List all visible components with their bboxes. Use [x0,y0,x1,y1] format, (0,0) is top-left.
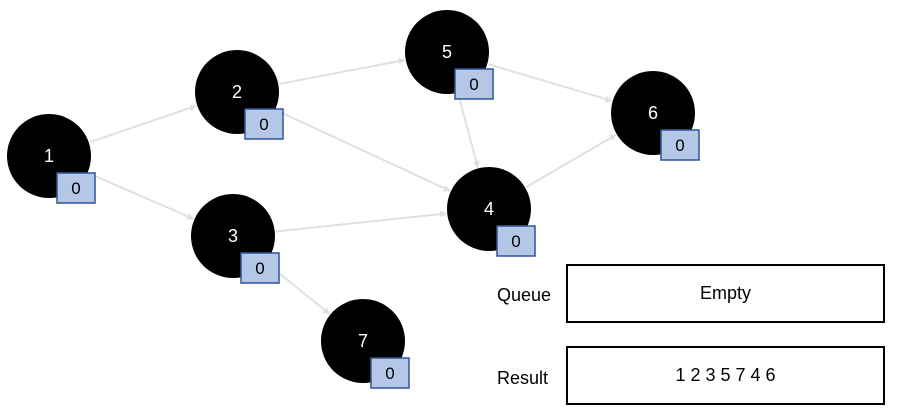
node-7: 70 [321,299,410,389]
node-3: 30 [191,194,280,284]
node-4: 40 [447,167,536,257]
node-label: 2 [232,82,242,102]
indegree-box [454,68,494,100]
node-1: 10 [7,114,96,204]
node-label: 6 [648,103,658,123]
edge-5-4 [457,93,480,169]
edge-2-4 [275,109,451,192]
indegree-box [370,357,410,389]
queue-box: Empty [566,264,885,323]
indegree-value: 0 [255,259,264,278]
node-label: 5 [442,42,452,62]
edge-1-3 [88,172,195,220]
indegree-value: 0 [259,115,268,134]
indegree-box [56,172,96,204]
node-2: 20 [195,50,284,140]
indegree-value: 0 [511,232,520,251]
node-6: 60 [611,71,700,161]
edge-3-4 [275,210,447,233]
indegree-value: 0 [469,75,478,94]
edge-4-6 [525,133,617,189]
node-5: 50 [405,10,494,100]
edge-5-6 [487,63,613,103]
result-value: 1 2 3 5 7 4 6 [675,365,776,385]
indegree-value: 0 [675,136,684,155]
indegree-value: 0 [71,179,80,198]
indegree-box [240,252,280,284]
node-label: 1 [44,146,54,166]
node-label: 7 [358,331,368,351]
edge-2-5 [279,57,406,85]
result-box: 1 2 3 5 7 4 6 [566,346,885,405]
indegree-box [244,108,284,140]
edges [88,57,617,315]
queue-label: Queue [497,285,552,305]
result-label: Result [497,368,549,388]
queue-value: Empty [699,283,751,303]
indegree-box [496,225,536,257]
indegree-box [660,129,700,161]
node-label: 4 [484,199,494,219]
edge-1-2 [89,104,197,144]
node-label: 3 [228,226,238,246]
indegree-value: 0 [385,364,394,383]
